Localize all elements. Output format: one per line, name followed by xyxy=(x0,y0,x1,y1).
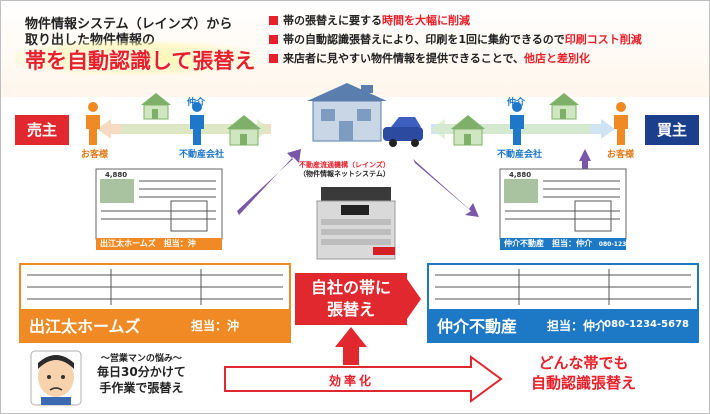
headline: 帯を自動認識して張替え xyxy=(25,49,256,73)
printer-icon xyxy=(316,187,396,260)
download-arrow xyxy=(413,159,479,217)
publish-arrow xyxy=(579,149,591,171)
worry-text: ～営業マンの悩み～ 毎日30分かけて 手作業で張替え xyxy=(97,354,186,395)
benefit-item: 来店者に見やすい物件情報を提供できることで、他店と差別化 xyxy=(269,49,642,68)
small-flyer-left-price: 4,880 xyxy=(105,171,128,179)
bullet-square-icon xyxy=(269,35,278,44)
house-icon xyxy=(141,93,171,120)
customer-person-icon xyxy=(86,102,100,145)
car-icon xyxy=(383,117,423,147)
header-line-1: 物件情報システム（レインズ）から xyxy=(25,17,233,32)
big-flyer-right-banner: 仲介不動産 担当：仲介 080-1234-5678 xyxy=(429,309,697,341)
small-flyer-left xyxy=(95,168,223,240)
phone-number: 080-1234-5678 xyxy=(604,319,689,330)
efficiency-arrow xyxy=(224,355,503,403)
big-flyer-left: 出江太ホームズ 担当：沖 xyxy=(19,263,291,343)
benefit-item: 帯の自動認識張替えにより、印刷を1回に集約できるので印刷コスト削減 xyxy=(269,30,642,49)
bullet-square-icon xyxy=(269,54,278,63)
upload-arrow xyxy=(237,149,301,215)
headline-highlight xyxy=(15,41,255,75)
flyer-lines xyxy=(435,269,691,305)
bullet-square-icon xyxy=(269,16,278,25)
agent-person-icon xyxy=(190,102,204,145)
house-icon xyxy=(227,115,261,146)
replace-band-arrow-tip xyxy=(407,279,421,319)
staff-name: 担当：沖 xyxy=(191,319,240,333)
agency-label-left: 仲介 xyxy=(187,98,206,108)
agency-label-right: 仲介 xyxy=(507,98,526,108)
benefit-item: 帯の張替えに要する時間を大幅に削減 xyxy=(269,11,642,30)
seller-tag: 売主 xyxy=(15,115,69,145)
customer-person-icon xyxy=(614,102,628,145)
red-up-arrow xyxy=(335,327,367,365)
big-flyer-left-banner: 出江太ホームズ 担当：沖 xyxy=(21,309,289,341)
buyer-tag: 買主 xyxy=(645,115,699,145)
worried-face-icon xyxy=(30,350,82,406)
benefit-list: 帯の張替えに要する時間を大幅に削減 帯の自動認識張替えにより、印刷を1回に集約で… xyxy=(269,11,642,68)
big-flyer-right: 仲介不動産 担当：仲介 080-1234-5678 xyxy=(427,263,699,343)
agent-person-icon xyxy=(510,102,524,145)
realtor-label-left: 不動産会社 xyxy=(179,150,225,160)
small-flyer-right-banner: 仲介不動産 担当：仲介 080-1234-5678 xyxy=(500,238,650,250)
replace-band-box: 自社の帯に 張替え xyxy=(295,273,407,325)
company-name: 仲介不動産 xyxy=(437,317,518,336)
efficiency-label: 効率化 xyxy=(329,374,375,388)
header: 物件情報システム（レインズ）から 取り出した物件情報の 帯を自動認識して張替え … xyxy=(1,1,709,97)
small-flyer-right-price: 4,880 xyxy=(509,171,532,179)
house-icon xyxy=(451,115,485,146)
reins-label: 不動産流通機構（レインズ） （物件情報ネットシステム） xyxy=(299,161,390,178)
small-flyer-right xyxy=(499,168,627,240)
customer-label-right: お客様 xyxy=(607,150,635,160)
staff-name: 担当：仲介 xyxy=(547,319,608,333)
central-building-icon xyxy=(307,83,387,142)
customer-label-left: お客様 xyxy=(81,150,109,160)
goal-text: どんな帯でも 自動認識張替え xyxy=(531,354,637,392)
house-icon xyxy=(549,93,579,120)
small-flyer-left-banner: 出江太ホームズ 担当：沖 xyxy=(96,238,222,250)
company-name: 出江太ホームズ xyxy=(29,317,141,336)
realtor-label-right: 不動産会社 xyxy=(497,150,543,160)
flyer-lines xyxy=(27,269,283,305)
